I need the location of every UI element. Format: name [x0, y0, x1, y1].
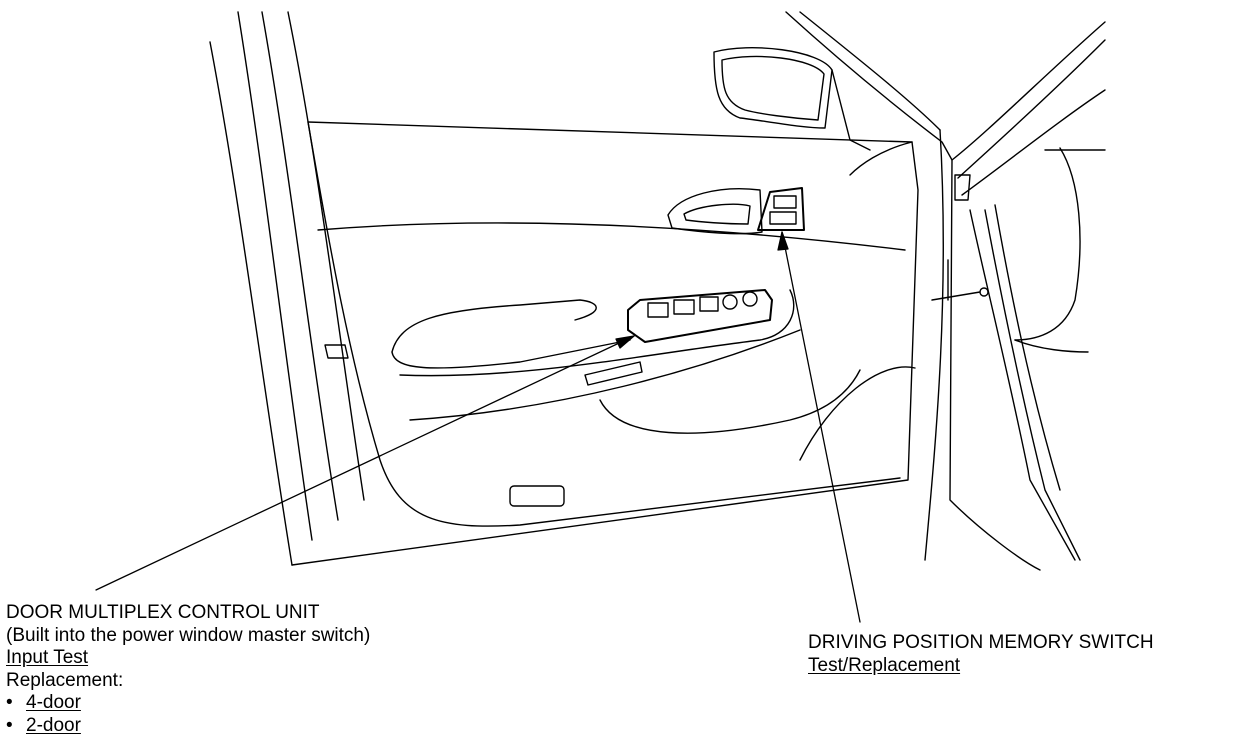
leader-line-multiplex [95, 335, 635, 591]
door-panel [291, 121, 919, 566]
test-replacement-link[interactable]: Test/Replacement [808, 654, 961, 676]
replacement-label: Replacement: [6, 669, 124, 691]
replacement-2door-link[interactable]: 2-door [26, 714, 81, 736]
arrowhead-memory [777, 231, 789, 251]
leader-line-memory [781, 231, 861, 623]
callout-memory-switch: DRIVING POSITION MEMORY SWITCH Test/Repl… [808, 632, 1154, 677]
bullet-icon: • [6, 692, 13, 713]
callout-door-multiplex: DOOR MULTIPLEX CONTROL UNIT (Built into … [6, 602, 370, 737]
inner-door-handle [667, 188, 763, 235]
memory-switch-graphic [757, 187, 805, 231]
callout-title: DOOR MULTIPLEX CONTROL UNIT [6, 602, 320, 623]
side-mirror [713, 47, 871, 151]
bullet-icon: • [6, 714, 13, 736]
callout-title: DRIVING POSITION MEMORY SWITCH [808, 632, 1154, 653]
power-window-master-switch-graphic [627, 289, 773, 343]
door-frame-left [209, 11, 365, 566]
leader-lines [95, 231, 861, 623]
input-test-link[interactable]: Input Test [6, 647, 89, 668]
arrowhead-multiplex [615, 335, 635, 349]
body-pillar-right [785, 11, 1106, 571]
callout-note: (Built into the power window master swit… [6, 624, 371, 646]
replacement-4door-link[interactable]: 4-door [26, 692, 81, 713]
